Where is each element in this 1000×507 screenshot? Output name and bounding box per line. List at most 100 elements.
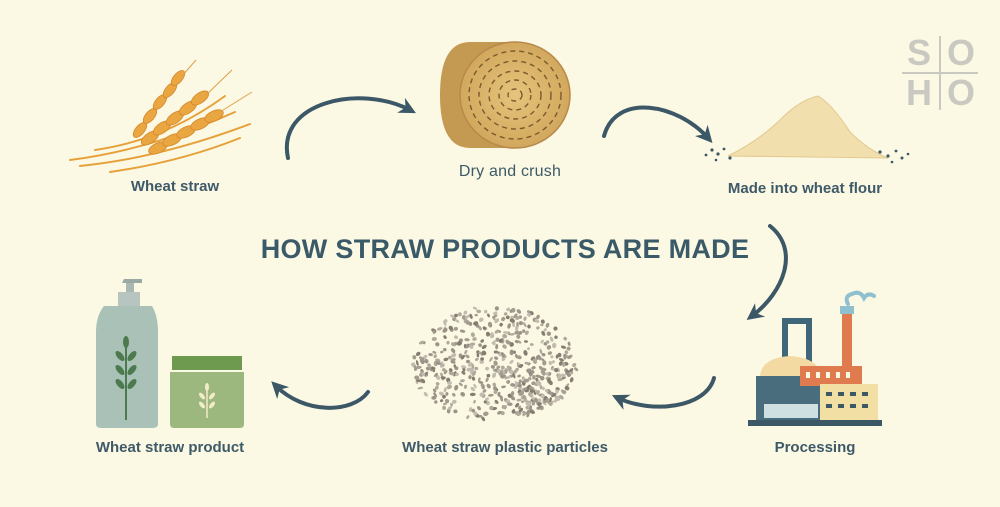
pellet bbox=[539, 348, 543, 355]
pellet bbox=[442, 394, 446, 399]
pellet bbox=[526, 368, 531, 373]
pellet bbox=[428, 366, 432, 370]
pellet bbox=[509, 333, 515, 336]
factory-icon bbox=[748, 290, 882, 426]
pellet bbox=[542, 360, 547, 366]
pellet bbox=[454, 319, 460, 323]
pellet bbox=[494, 329, 499, 334]
pellet bbox=[492, 382, 497, 387]
pellet bbox=[435, 342, 440, 347]
pellet bbox=[503, 331, 509, 334]
pellet bbox=[514, 330, 519, 335]
pellet bbox=[485, 397, 489, 401]
pellet bbox=[443, 320, 447, 326]
pellet bbox=[442, 402, 448, 406]
pellet bbox=[483, 400, 487, 404]
pellet bbox=[461, 370, 466, 375]
pellet bbox=[531, 366, 536, 370]
pellet bbox=[525, 401, 532, 406]
pellet bbox=[509, 349, 514, 356]
pellet bbox=[417, 386, 424, 390]
pellet bbox=[494, 306, 500, 311]
pellet bbox=[532, 358, 538, 364]
pellet bbox=[497, 410, 502, 415]
pellet bbox=[422, 354, 428, 359]
pellet bbox=[563, 353, 567, 360]
pellet bbox=[500, 365, 505, 370]
pellet bbox=[433, 392, 438, 397]
pellet bbox=[561, 390, 566, 393]
pellet bbox=[434, 372, 438, 377]
pellet bbox=[505, 399, 511, 404]
pellet bbox=[431, 395, 437, 400]
pellet bbox=[427, 363, 432, 368]
pellet bbox=[530, 394, 534, 398]
pellet bbox=[446, 384, 452, 390]
pellet bbox=[523, 316, 527, 321]
pellet bbox=[452, 393, 456, 397]
pellet bbox=[509, 369, 514, 375]
pellet bbox=[563, 336, 568, 341]
pellet bbox=[501, 316, 506, 322]
pellet bbox=[472, 337, 477, 341]
pellet bbox=[492, 314, 498, 319]
pellet bbox=[541, 369, 546, 376]
pellet bbox=[419, 356, 423, 360]
pellet bbox=[469, 313, 473, 319]
pellet bbox=[529, 386, 535, 390]
pellet bbox=[501, 385, 506, 389]
pellet bbox=[478, 343, 482, 348]
pellet bbox=[468, 375, 472, 380]
pellet bbox=[489, 405, 494, 410]
pellet bbox=[504, 376, 508, 380]
pellet bbox=[466, 359, 470, 364]
pellet bbox=[560, 345, 567, 349]
pellet bbox=[510, 342, 514, 346]
pellet bbox=[464, 314, 470, 319]
pellet bbox=[454, 341, 458, 346]
flour-pile-icon bbox=[704, 95, 910, 164]
pellet bbox=[512, 321, 515, 328]
pellet bbox=[472, 306, 478, 310]
pellet bbox=[524, 330, 529, 335]
pellet bbox=[489, 356, 493, 362]
pellet bbox=[494, 399, 499, 404]
diagram-title: HOW STRAW PRODUCTS ARE MADE bbox=[260, 234, 750, 264]
pellet bbox=[529, 410, 536, 414]
pellet bbox=[493, 390, 498, 394]
pellet bbox=[540, 406, 544, 411]
pellet bbox=[531, 401, 536, 406]
pellet bbox=[443, 335, 447, 340]
pellet bbox=[471, 376, 476, 381]
pellet bbox=[507, 393, 512, 398]
pellet bbox=[537, 398, 542, 403]
pellet bbox=[546, 340, 550, 344]
pellet bbox=[540, 319, 545, 324]
pellet bbox=[548, 380, 553, 386]
pellet bbox=[443, 347, 447, 352]
pellet bbox=[501, 353, 506, 358]
pellet bbox=[423, 392, 428, 397]
pellet bbox=[567, 373, 571, 377]
pellet bbox=[523, 379, 528, 384]
pellet bbox=[523, 396, 527, 402]
pellet bbox=[499, 322, 503, 327]
pellet bbox=[541, 352, 546, 357]
pellet bbox=[517, 386, 523, 391]
pellet bbox=[515, 367, 519, 372]
pellet bbox=[503, 312, 508, 316]
pellet bbox=[424, 358, 429, 364]
pellet bbox=[503, 344, 507, 349]
pellet bbox=[545, 389, 549, 393]
pellet bbox=[440, 372, 444, 377]
pellet bbox=[515, 325, 519, 331]
pellet bbox=[564, 350, 569, 355]
pellet bbox=[526, 409, 531, 415]
pellet bbox=[529, 343, 534, 346]
pellet bbox=[524, 361, 530, 365]
pellet bbox=[470, 386, 476, 392]
pellet bbox=[479, 392, 485, 397]
pellet bbox=[501, 405, 508, 409]
pellet bbox=[461, 365, 467, 369]
pellet bbox=[517, 405, 522, 410]
